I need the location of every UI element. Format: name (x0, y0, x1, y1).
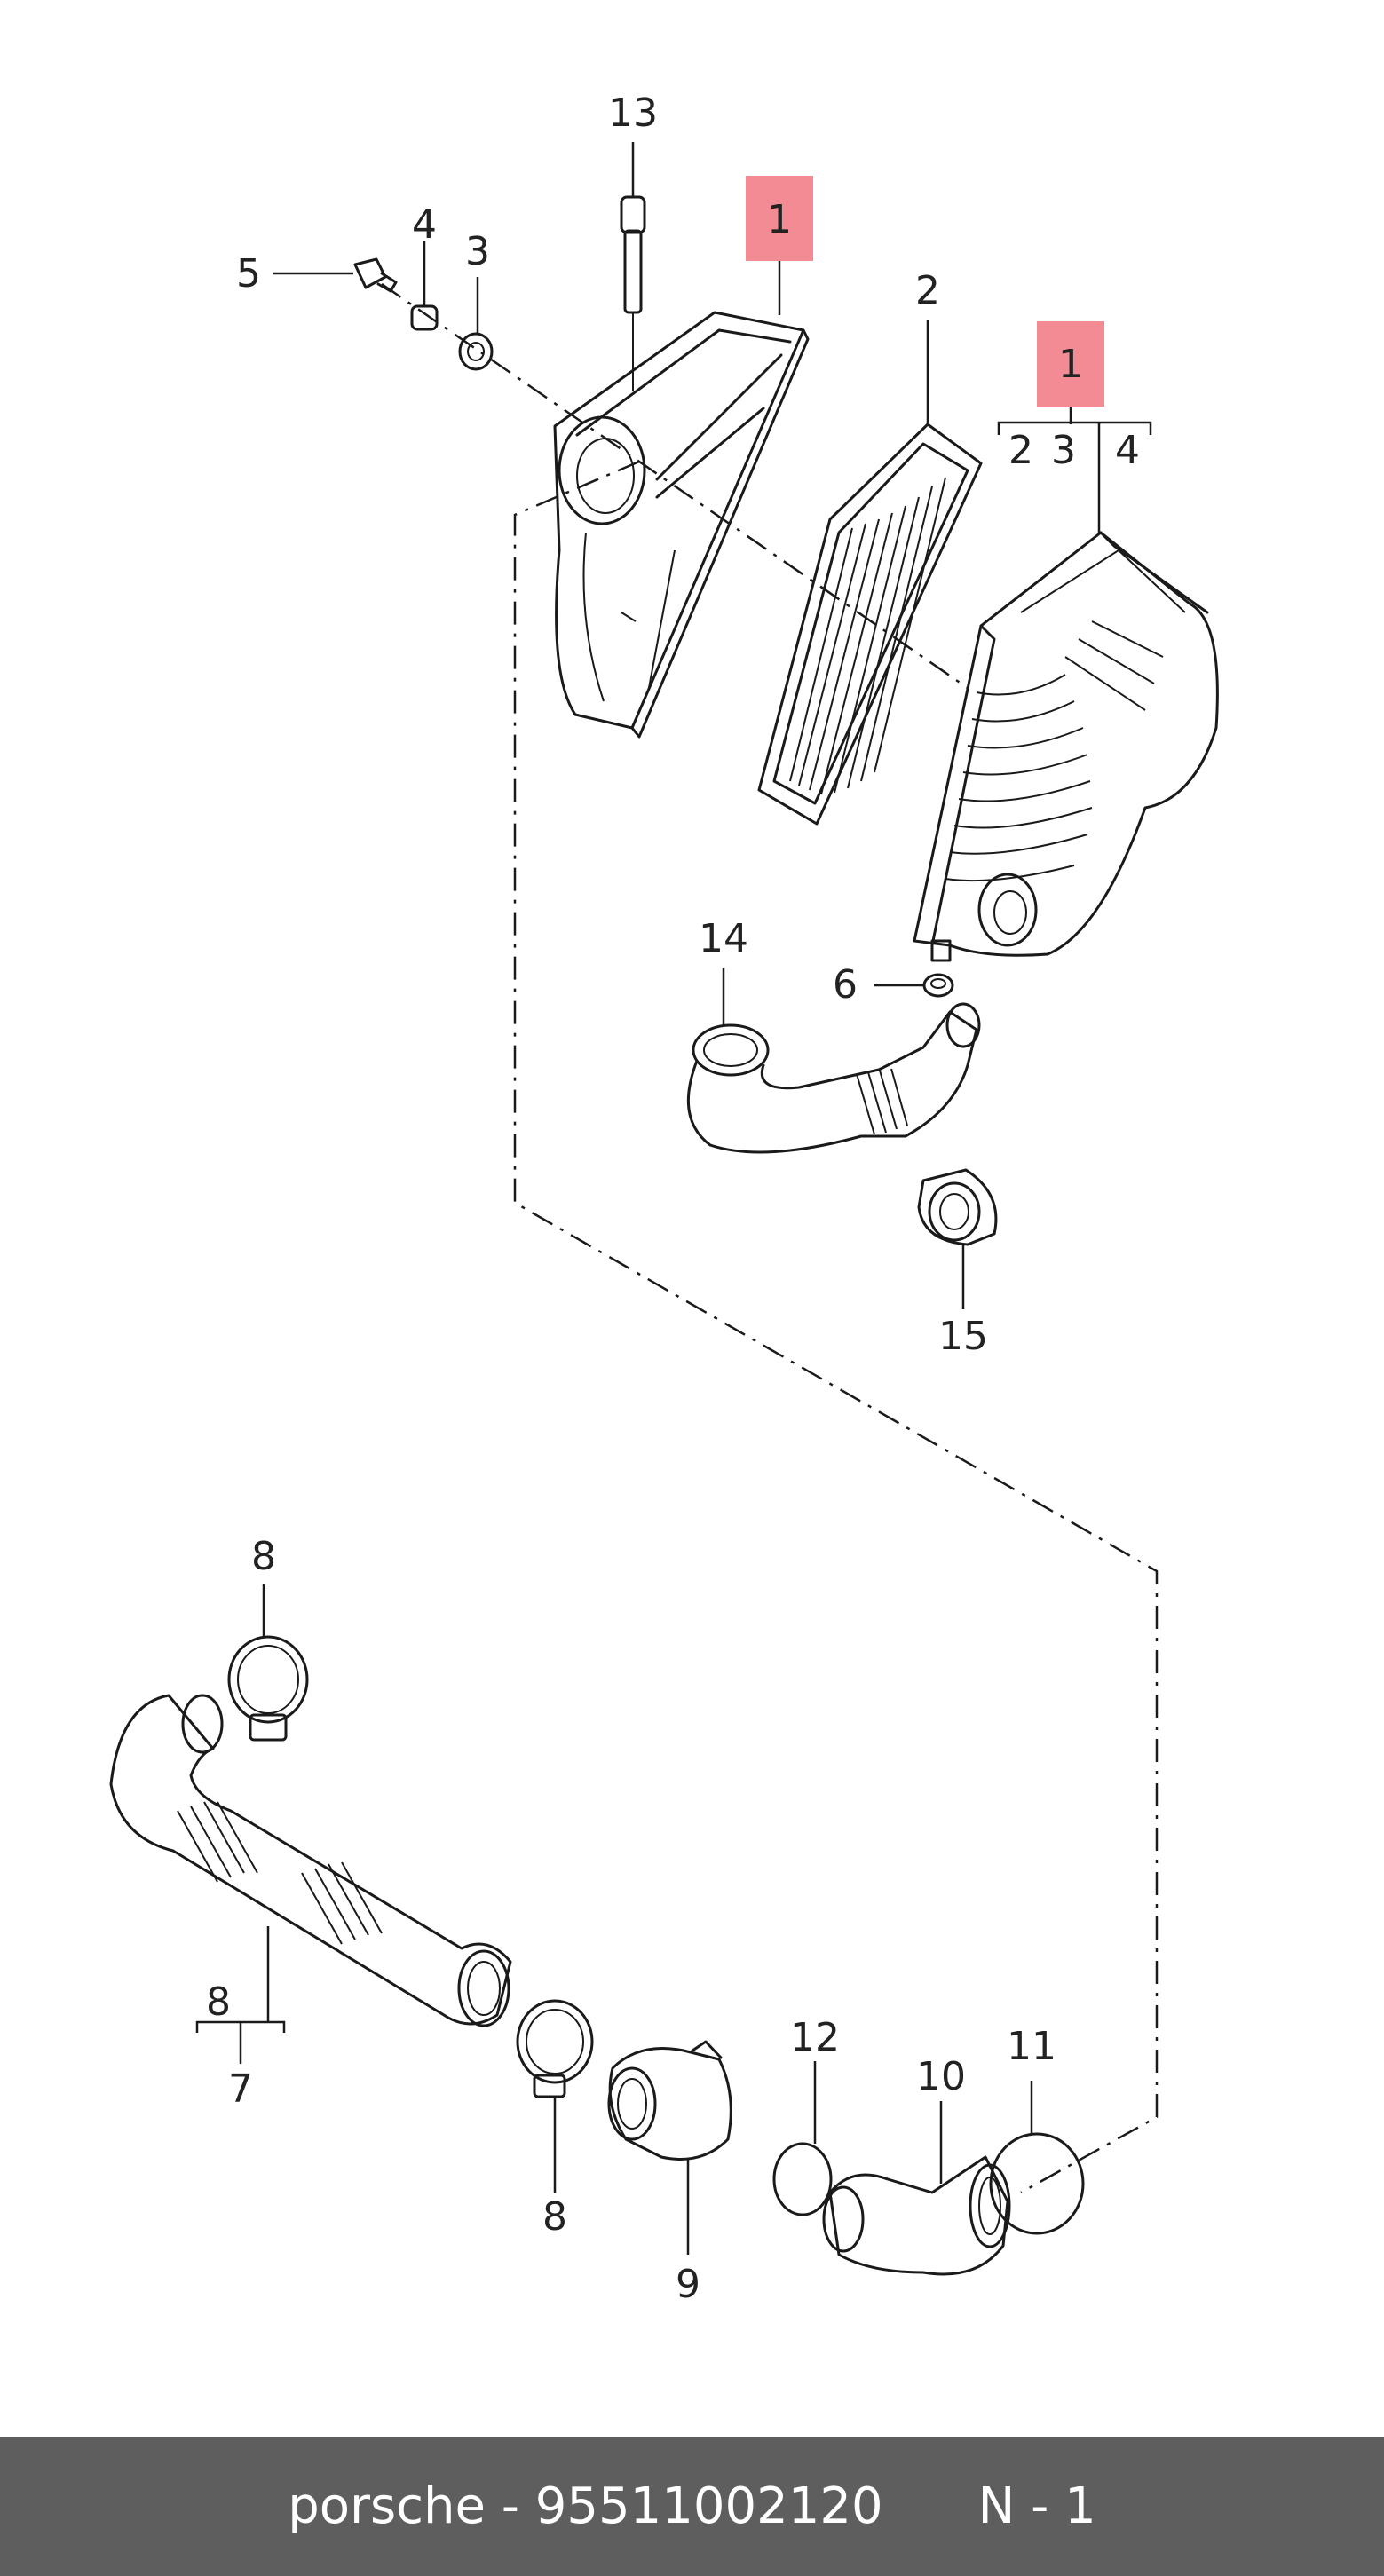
part-12-o-ring (772, 2142, 833, 2216)
part-1-airbox-cover (553, 311, 810, 739)
part-5-screw (353, 257, 398, 293)
footer-page: N - 1 (977, 2477, 1096, 2535)
parts-diagram: 13 1 2 1 2 3 4 4 3 5 14 6 15 8 8 7 8 9 1… (109, 91, 1219, 2307)
callout-14: 14 (699, 916, 748, 961)
callout-8-bottom: 8 (542, 2194, 567, 2240)
callout-3: 3 (465, 229, 490, 274)
callout-13: 13 (608, 91, 658, 136)
highlight-box-1-upper (746, 176, 813, 261)
part-8-clamp-top (227, 1635, 309, 1742)
part-14-intake-duct (686, 1002, 981, 1154)
callout-5: 5 (236, 251, 261, 296)
footer-brand: porsche (288, 2477, 486, 2535)
assembly-lines (381, 282, 1159, 2194)
part-11-seal-ring (989, 2132, 1085, 2235)
footer-separator: - (485, 2477, 535, 2535)
part-3-grommet (458, 332, 494, 371)
part-15-seal (917, 1168, 998, 1246)
callout-11: 11 (1007, 2024, 1056, 2069)
footer-gap (883, 2477, 978, 2535)
footer-part-number: 95511002120 (534, 2477, 883, 2535)
part-2-air-filter (757, 423, 983, 826)
callout-1-upper: 1 (767, 197, 792, 242)
part-10-elbow-duct (822, 2155, 1011, 2276)
part-8-clamp-middle (516, 1999, 594, 2098)
part-13-bolt (620, 195, 646, 391)
part-1-airbox-housing (913, 531, 1219, 962)
hose-bellows (177, 1801, 383, 1945)
highlight-box-1-lower (1037, 321, 1104, 407)
filter-pleats (789, 477, 946, 795)
duct-bellows (856, 1068, 908, 1135)
callout-10: 10 (916, 2054, 966, 2099)
leader-lines (195, 142, 1152, 2255)
callout-sub-3: 3 (1051, 428, 1076, 473)
footer-bar: porsche - 95511002120 N - 1 (0, 2437, 1384, 2576)
part-4-bushing (410, 304, 439, 331)
callout-7: 7 (228, 2066, 253, 2112)
callout-8-left: 8 (206, 1979, 231, 2025)
part-7-air-hose (109, 1694, 512, 2027)
part-9-maf-sensor (607, 2040, 732, 2161)
callout-1-lower: 1 (1058, 342, 1083, 387)
housing-ribs (945, 620, 1164, 882)
part-6-grommet (922, 973, 954, 998)
callout-15: 15 (938, 1314, 988, 1359)
callout-8-top: 8 (251, 1534, 276, 1579)
callout-sub-2: 2 (1008, 428, 1033, 473)
callout-6: 6 (833, 962, 858, 1007)
callouts: 13 1 2 1 2 3 4 4 3 5 14 6 15 8 8 7 8 9 1… (206, 91, 1140, 2307)
callout-9: 9 (676, 2262, 700, 2307)
callout-12: 12 (790, 2015, 840, 2060)
callout-2: 2 (915, 268, 940, 313)
callout-sub-4: 4 (1115, 428, 1140, 473)
callout-4: 4 (412, 202, 437, 248)
